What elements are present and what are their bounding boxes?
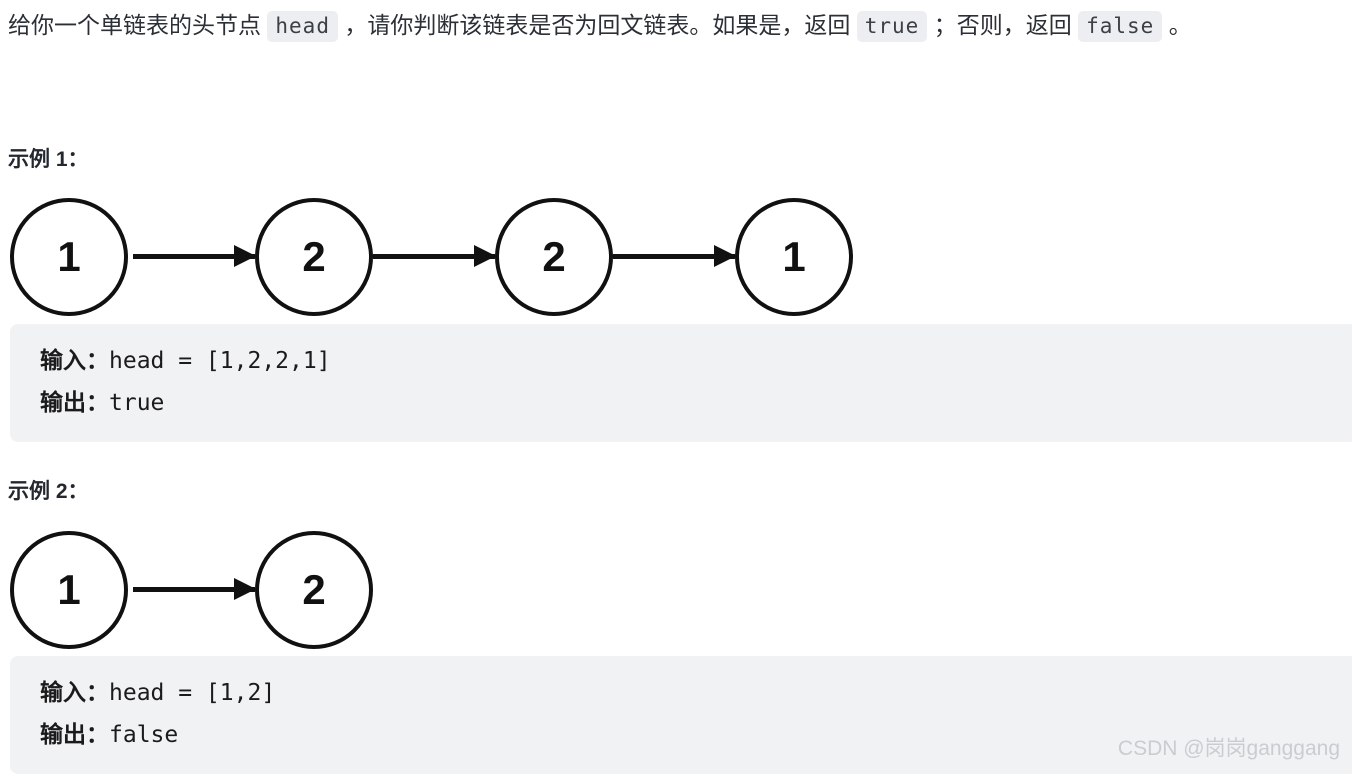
example-2-output-line: 输出：false	[40, 714, 1352, 756]
intro-text-part-1: 给你一个单链表的头节点	[8, 12, 268, 38]
list-arrow	[373, 245, 496, 267]
arrow-head-icon	[474, 245, 496, 267]
arrow-shaft	[133, 587, 255, 592]
example-1-heading: 示例 1：	[8, 148, 89, 171]
arrow-head-icon	[714, 245, 736, 267]
list-arrow	[133, 245, 256, 267]
arrow-shaft	[133, 254, 255, 259]
inline-code-head: head	[267, 11, 338, 42]
arrow-shaft	[373, 254, 495, 259]
example-1-io-block: 输入：head = [1,2,2,1]输出：true	[10, 324, 1352, 442]
list-arrow	[613, 245, 736, 267]
input-label: 输入：	[40, 347, 109, 373]
problem-statement: 给你一个单链表的头节点 head ，请你判断该链表是否为回文链表。如果是，返回 …	[8, 8, 1348, 43]
list-node: 2	[495, 198, 613, 316]
example-2-heading: 示例 2：	[8, 480, 89, 503]
output-label: 输出：	[40, 721, 109, 747]
list-node: 1	[10, 531, 128, 649]
list-node: 1	[735, 198, 853, 316]
inline-code-true: true	[856, 11, 928, 42]
output-value: true	[109, 390, 165, 416]
list-node: 2	[255, 531, 373, 649]
arrow-head-icon	[234, 578, 256, 600]
output-value: false	[109, 722, 179, 748]
list-arrow	[133, 578, 256, 600]
inline-code-false: false	[1078, 11, 1163, 42]
example-2-io-block: 输入：head = [1,2]输出：false	[10, 656, 1352, 774]
list-node: 1	[10, 198, 128, 316]
csdn-watermark: CSDN @岗岗ganggang	[1117, 737, 1340, 760]
intro-text-part-4: 。	[1162, 12, 1192, 38]
input-label: 输入：	[40, 679, 109, 705]
arrow-head-icon	[234, 245, 256, 267]
example-2-input-line: 输入：head = [1,2]	[40, 672, 1352, 714]
intro-text-part-3: ；否则，返回	[927, 12, 1079, 38]
example-1-input-line: 输入：head = [1,2,2,1]	[40, 340, 1352, 382]
arrow-shaft	[613, 254, 735, 259]
linked-list-diagram-example-1: 1 2 2 1	[0, 196, 1352, 326]
linked-list-diagram-example-2: 1 2	[0, 529, 1352, 659]
intro-text-part-2: ，请你判断该链表是否为回文链表。如果是，返回	[337, 12, 857, 38]
list-node: 2	[255, 198, 373, 316]
example-1-output-line: 输出：true	[40, 382, 1352, 424]
input-value: head = [1,2]	[109, 680, 276, 706]
output-label: 输出：	[40, 389, 109, 415]
input-value: head = [1,2,2,1]	[109, 348, 331, 374]
